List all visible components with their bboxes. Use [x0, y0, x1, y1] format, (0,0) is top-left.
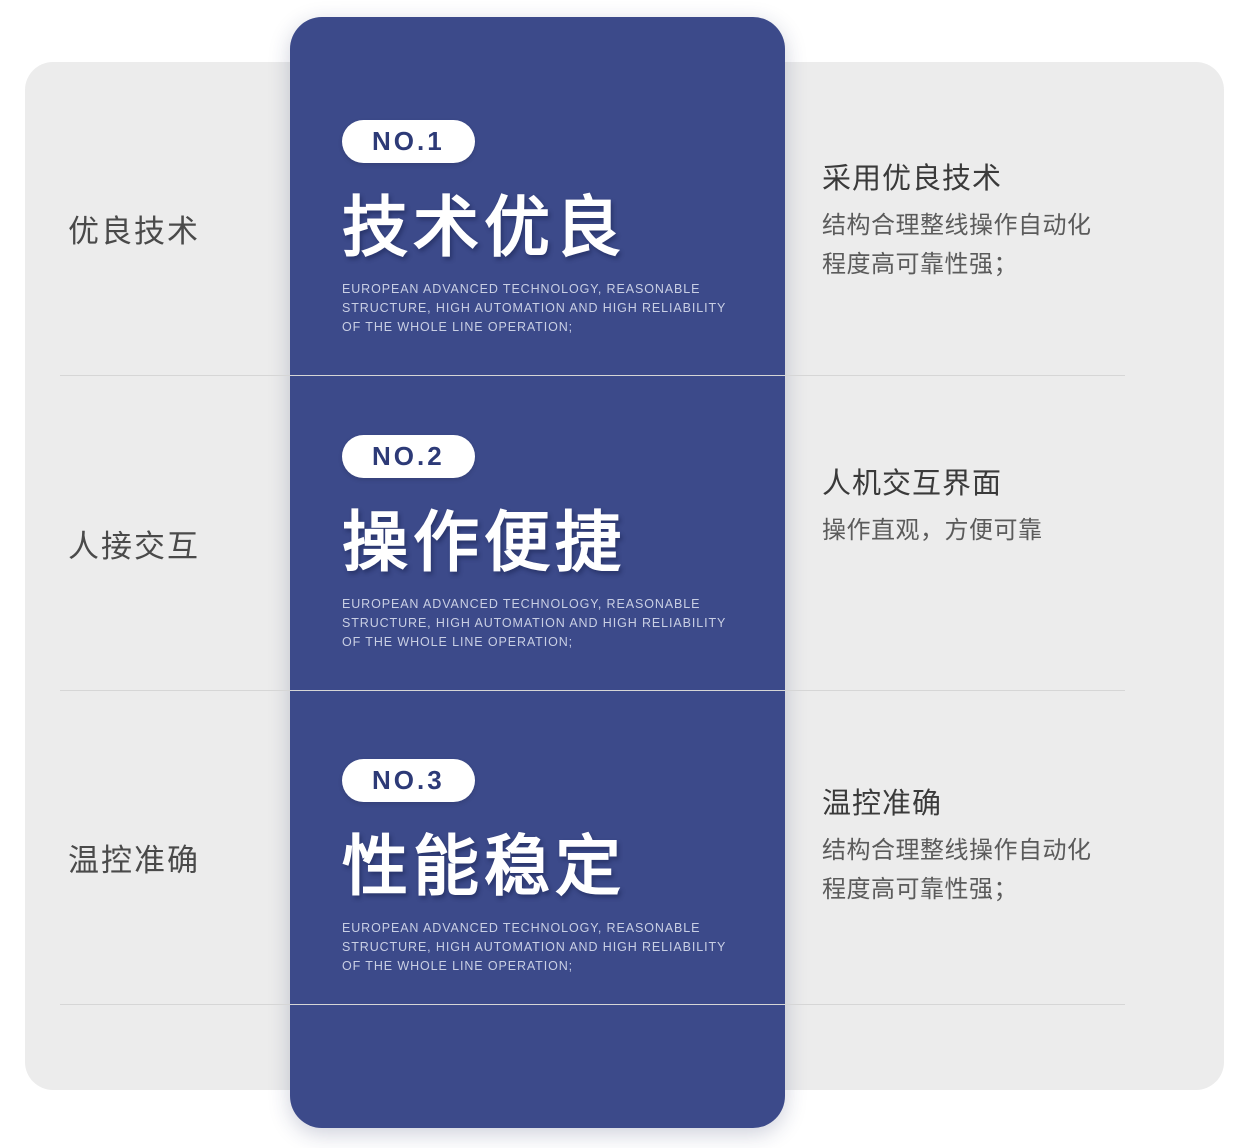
description-title-1: 采用优良技术 — [822, 163, 1003, 195]
description-body-1: 结构合理整线操作自动化 程度高可靠性强； — [822, 207, 1172, 284]
caption-line: EUROPEAN ADVANCED TECHNOLOGY, REASONABLE — [342, 920, 701, 935]
row-divider-2 — [60, 690, 1125, 691]
feature-description-2: 人机交互界面 操作直观，方便可靠 — [822, 465, 1172, 551]
caption-line: STRUCTURE, HIGH AUTOMATION AND HIGH RELI… — [342, 939, 727, 954]
row-label-3: 温控准确 — [68, 843, 200, 878]
feature-caption-2: EUROPEAN ADVANCED TECHNOLOGY, REASONABLE… — [342, 595, 742, 653]
description-line: 程度高可靠性强； — [822, 875, 1018, 903]
feature-caption-3: EUROPEAN ADVANCED TECHNOLOGY, REASONABLE… — [342, 919, 742, 977]
feature-description-1: 采用优良技术 结构合理整线操作自动化 程度高可靠性强； — [822, 160, 1172, 284]
description-title-2: 人机交互界面 — [822, 468, 1003, 500]
description-body-2: 操作直观，方便可靠 — [822, 512, 1172, 550]
rank-badge-2: NO.2 — [342, 435, 475, 478]
feature-headline-1: 技术优良 — [342, 190, 626, 264]
feature-caption-1: EUROPEAN ADVANCED TECHNOLOGY, REASONABLE… — [342, 280, 742, 338]
description-body-3: 结构合理整线操作自动化 程度高可靠性强； — [822, 832, 1172, 909]
description-line: 操作直观，方便可靠 — [822, 517, 1043, 545]
rank-badge-1: NO.1 — [342, 120, 475, 163]
feature-section-3: NO.3 性能稳定 EUROPEAN ADVANCED TECHNOLOGY, … — [290, 759, 785, 977]
description-title-3: 温控准确 — [822, 788, 943, 820]
caption-line: OF THE WHOLE LINE OPERATION; — [342, 635, 574, 650]
row-divider-3 — [60, 1004, 1125, 1005]
description-line: 程度高可靠性强； — [822, 250, 1018, 278]
rank-badge-3: NO.3 — [342, 759, 475, 802]
caption-line: EUROPEAN ADVANCED TECHNOLOGY, REASONABLE — [342, 596, 701, 611]
row-label-2: 人接交互 — [68, 529, 200, 564]
feature-section-1: NO.1 技术优良 EUROPEAN ADVANCED TECHNOLOGY, … — [290, 120, 785, 338]
caption-line: OF THE WHOLE LINE OPERATION; — [342, 320, 574, 335]
feature-card-stack: NO.1 技术优良 EUROPEAN ADVANCED TECHNOLOGY, … — [290, 17, 785, 1128]
caption-line: STRUCTURE, HIGH AUTOMATION AND HIGH RELI… — [342, 300, 727, 315]
row-divider-1 — [60, 375, 1125, 376]
caption-line: STRUCTURE, HIGH AUTOMATION AND HIGH RELI… — [342, 615, 727, 630]
feature-section-2: NO.2 操作便捷 EUROPEAN ADVANCED TECHNOLOGY, … — [290, 435, 785, 653]
feature-headline-2: 操作便捷 — [342, 505, 626, 579]
row-label-1: 优良技术 — [68, 214, 200, 249]
feature-headline-3: 性能稳定 — [342, 829, 626, 903]
description-line: 结构合理整线操作自动化 — [822, 837, 1092, 865]
feature-description-3: 温控准确 结构合理整线操作自动化 程度高可靠性强； — [822, 785, 1172, 909]
description-line: 结构合理整线操作自动化 — [822, 212, 1092, 240]
caption-line: OF THE WHOLE LINE OPERATION; — [342, 959, 574, 974]
caption-line: EUROPEAN ADVANCED TECHNOLOGY, REASONABLE — [342, 281, 701, 296]
